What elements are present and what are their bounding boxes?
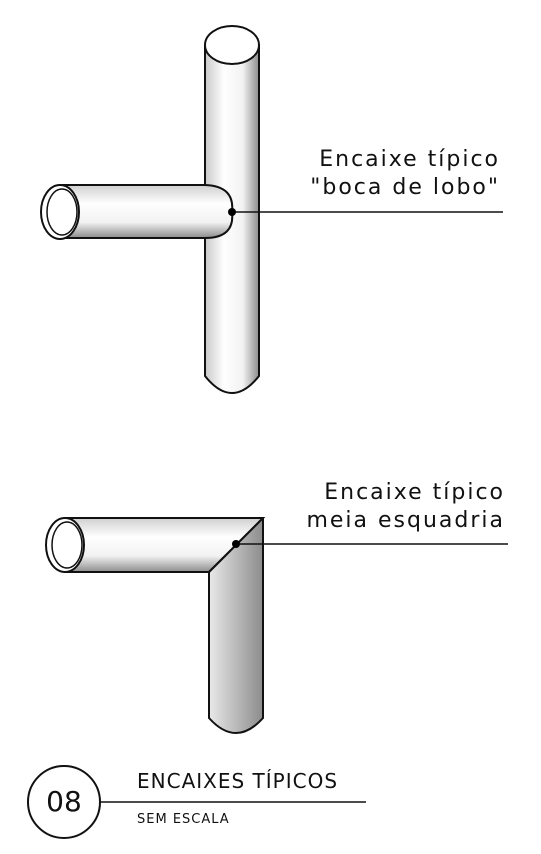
detail-scale: SEM ESCALA [137,812,230,827]
tee-joint-tube [40,25,260,394]
tee-callout-line2: "boca de lobo" [310,175,500,200]
horizontal-tube-inner-rim [46,188,78,236]
title-block [27,765,366,839]
miter-callout: Encaixe típico meia esquadria [306,479,505,535]
tee-leader-dot [228,208,236,216]
vertical-tube-opening [204,25,260,65]
tee-leader [228,208,503,216]
miter-callout-line1: Encaixe típico [324,480,505,505]
tee-callout-line1: Encaixe típico [319,147,500,172]
miter-tube-inner-rim [51,521,83,569]
tee-callout: Encaixe típico "boca de lobo" [310,146,500,202]
horizontal-tube-body [59,184,234,239]
miter-callout-line2: meia esquadria [306,508,505,533]
miter-leader [232,540,508,548]
miter-leader-dot [232,540,240,548]
detail-number: 08 [46,785,82,818]
miter-joint-tube [45,517,266,734]
detail-title: ENCAIXES TÍPICOS [137,769,339,793]
